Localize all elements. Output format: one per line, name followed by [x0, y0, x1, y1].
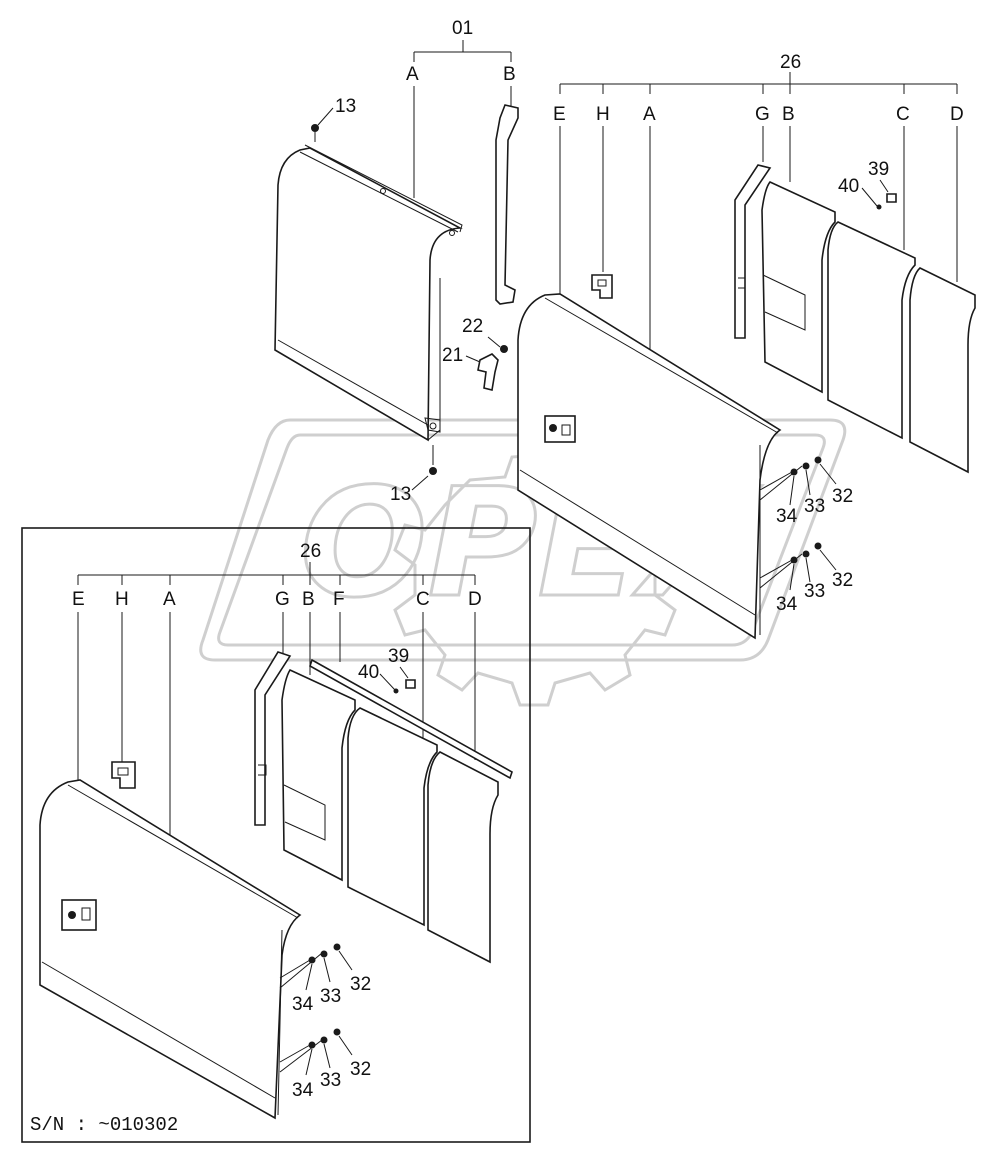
bolt-13-lower-icon: [429, 467, 437, 475]
label-bot-D: D: [468, 589, 482, 610]
watermark-inner-frame: [217, 433, 826, 647]
label-13-top: 13: [335, 96, 356, 117]
screw-40-icon: [876, 204, 882, 210]
label-26-top: 26: [780, 52, 801, 73]
label-mid-B: B: [782, 104, 795, 125]
bolt-22-icon: [500, 345, 508, 353]
lower-trim-G: [254, 651, 292, 826]
label-r3-34: 34: [292, 994, 314, 1015]
label-r4-33: 33: [320, 1070, 341, 1091]
door-assembly-01: 01 A B 13 13 22 21: [274, 18, 519, 505]
label-bot-B: B: [302, 589, 315, 610]
serial-variant-box: 26 E H A G B F C D 39 40: [21, 527, 531, 1143]
watermark-outer-frame: [199, 418, 847, 662]
lower-door-panel-A: [39, 779, 302, 1120]
label-26-bottom: 26: [300, 541, 321, 562]
label-bot-G: G: [275, 589, 290, 610]
label-40-bottom: 40: [358, 662, 379, 683]
label-mid-E: E: [553, 104, 566, 125]
lower-panel-C: [347, 707, 438, 927]
lower-panel-D: [427, 751, 499, 964]
label-39-bottom: 39: [388, 646, 409, 667]
label-r3-32: 32: [350, 974, 371, 995]
bolt-13-icon: [311, 124, 319, 132]
label-r4-32: 32: [350, 1059, 371, 1080]
label-mid-G: G: [755, 104, 770, 125]
label-mid-A: A: [643, 104, 656, 125]
side-panel-B: [761, 181, 836, 394]
label-r2-34: 34: [776, 594, 798, 615]
lower-panel-B: [281, 668, 356, 882]
latch-21: [477, 353, 499, 391]
label-r2-33: 33: [804, 581, 825, 602]
lower-handle-E: [61, 899, 97, 931]
label-r4-34: 34: [292, 1080, 314, 1101]
label-bot-A: A: [163, 589, 176, 610]
side-door-panel-A: [517, 293, 782, 640]
label-01: 01: [452, 18, 473, 39]
side-panel-D: [909, 267, 976, 474]
side-trim-G: [734, 164, 772, 339]
label-mid-H: H: [596, 104, 610, 125]
label-13-bottom: 13: [390, 484, 411, 505]
lower-screw-40-icon: [393, 688, 399, 694]
label-bot-F: F: [333, 589, 345, 610]
lower-clip-39-icon: [405, 679, 416, 689]
door-trim-B: [495, 104, 519, 305]
label-top-B: B: [503, 64, 516, 85]
label-r1-33: 33: [804, 496, 825, 517]
label-r2-32: 32: [832, 570, 853, 591]
side-door-assembly-26: 26 E H A G B C D 39 40: [517, 52, 976, 640]
serial-number-note: S/N : ~010302: [30, 1114, 178, 1136]
door-panel-A: [274, 147, 463, 442]
label-r1-32: 32: [832, 486, 853, 507]
label-40-top: 40: [838, 176, 859, 197]
label-22: 22: [462, 316, 483, 337]
label-r3-33: 33: [320, 986, 341, 1007]
label-r1-34: 34: [776, 506, 798, 527]
label-bot-E: E: [72, 589, 85, 610]
label-bot-C: C: [416, 589, 430, 610]
label-mid-D: D: [950, 104, 964, 125]
label-21: 21: [442, 345, 463, 366]
variant-frame: [21, 527, 531, 1143]
label-mid-C: C: [896, 104, 910, 125]
label-bot-H: H: [115, 589, 129, 610]
label-39-top: 39: [868, 159, 889, 180]
lower-strip-F: [309, 658, 513, 780]
label-top-A: A: [406, 64, 419, 85]
clip-39-icon: [886, 193, 897, 203]
side-panel-C: [827, 221, 916, 440]
